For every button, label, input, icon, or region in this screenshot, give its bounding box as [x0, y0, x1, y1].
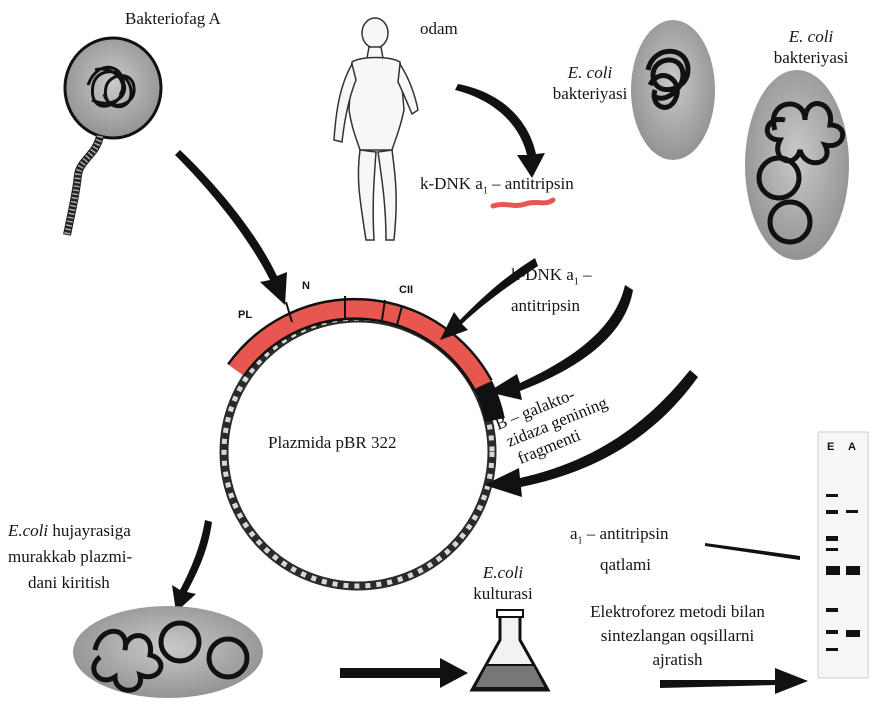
electro-line-2: sintezlangan oqsillarni	[601, 626, 754, 645]
ecoli-right-label: E. coli bakteriyasi	[756, 26, 866, 68]
plasmid-label: Plazmida pBR 322	[268, 432, 396, 453]
phage-label: Bakteriofag A	[125, 8, 221, 29]
cdna-right-label: k-DNK a1 – antitripsin	[511, 263, 592, 318]
layer-suffix: – antitripsin	[583, 524, 669, 543]
arrow-phage-to-plasmid	[175, 150, 287, 305]
cdna-right-dash: –	[579, 265, 592, 284]
ecoli-right-word: bakteriyasi	[774, 48, 849, 67]
human-figure	[334, 18, 418, 240]
gene-label-pl: PL	[238, 309, 252, 321]
layer-a: a	[570, 524, 578, 543]
cdna-top-label: k-DNK a1 – antitripsin	[420, 173, 574, 201]
insert-line-1: hujayrasiga	[48, 521, 131, 540]
cdna-right-word: antitripsin	[511, 296, 580, 315]
cdna-top-suffix: – antitripsin	[488, 174, 574, 193]
gel-lane-label-a: A	[848, 441, 856, 453]
insert-italic: E.coli	[8, 521, 48, 540]
culture-word: kulturasi	[473, 584, 533, 603]
arrow-cell-to-culture	[340, 658, 468, 688]
arrow-layer-pointer	[705, 543, 800, 560]
gene-label-n: N	[302, 280, 310, 292]
insert-line-2: murakkab plazmi-	[8, 547, 132, 566]
culture-label: E.coli kulturasi	[448, 562, 558, 604]
electrophoresis-label: Elektroforez metodi bilan sintezlangan o…	[565, 600, 790, 672]
human-label: odam	[420, 18, 458, 39]
gel-lane-label-e: E	[827, 441, 834, 453]
electro-line-1: Elektroforez metodi bilan	[590, 602, 765, 621]
ecoli-cell-bottom	[73, 606, 263, 698]
ecoli-cell-right	[745, 70, 849, 260]
cdna-top-text: k-DNK a	[420, 174, 483, 193]
insert-plasmid-label: E.coli hujayrasiga murakkab plazmi- dani…	[8, 518, 132, 596]
culture-flask-icon	[472, 610, 548, 690]
layer-word: qatlami	[570, 555, 651, 574]
arrow-human-to-cdna	[455, 84, 545, 178]
arrow-plasmid-to-cell	[172, 520, 212, 612]
gene-label-cii: CII	[399, 284, 413, 296]
electro-line-3: ajratish	[652, 650, 702, 669]
electrophoresis-gel	[818, 432, 868, 678]
ecoli-top-italic: E. coli	[568, 63, 612, 82]
cdna-right-text: k-DNK a	[511, 265, 574, 284]
layer-label: a1 – antitripsin qatlami	[570, 522, 669, 577]
ecoli-right-italic: E. coli	[789, 27, 833, 46]
culture-italic: E.coli	[483, 563, 523, 582]
ecoli-top-word: bakteriyasi	[553, 84, 628, 103]
bacteriophage-icon	[65, 38, 161, 235]
ecoli-top-label: E. coli bakteriyasi	[550, 62, 630, 104]
insert-line-3: dani kiritish	[8, 573, 110, 592]
ecoli-cell-top	[631, 20, 715, 160]
